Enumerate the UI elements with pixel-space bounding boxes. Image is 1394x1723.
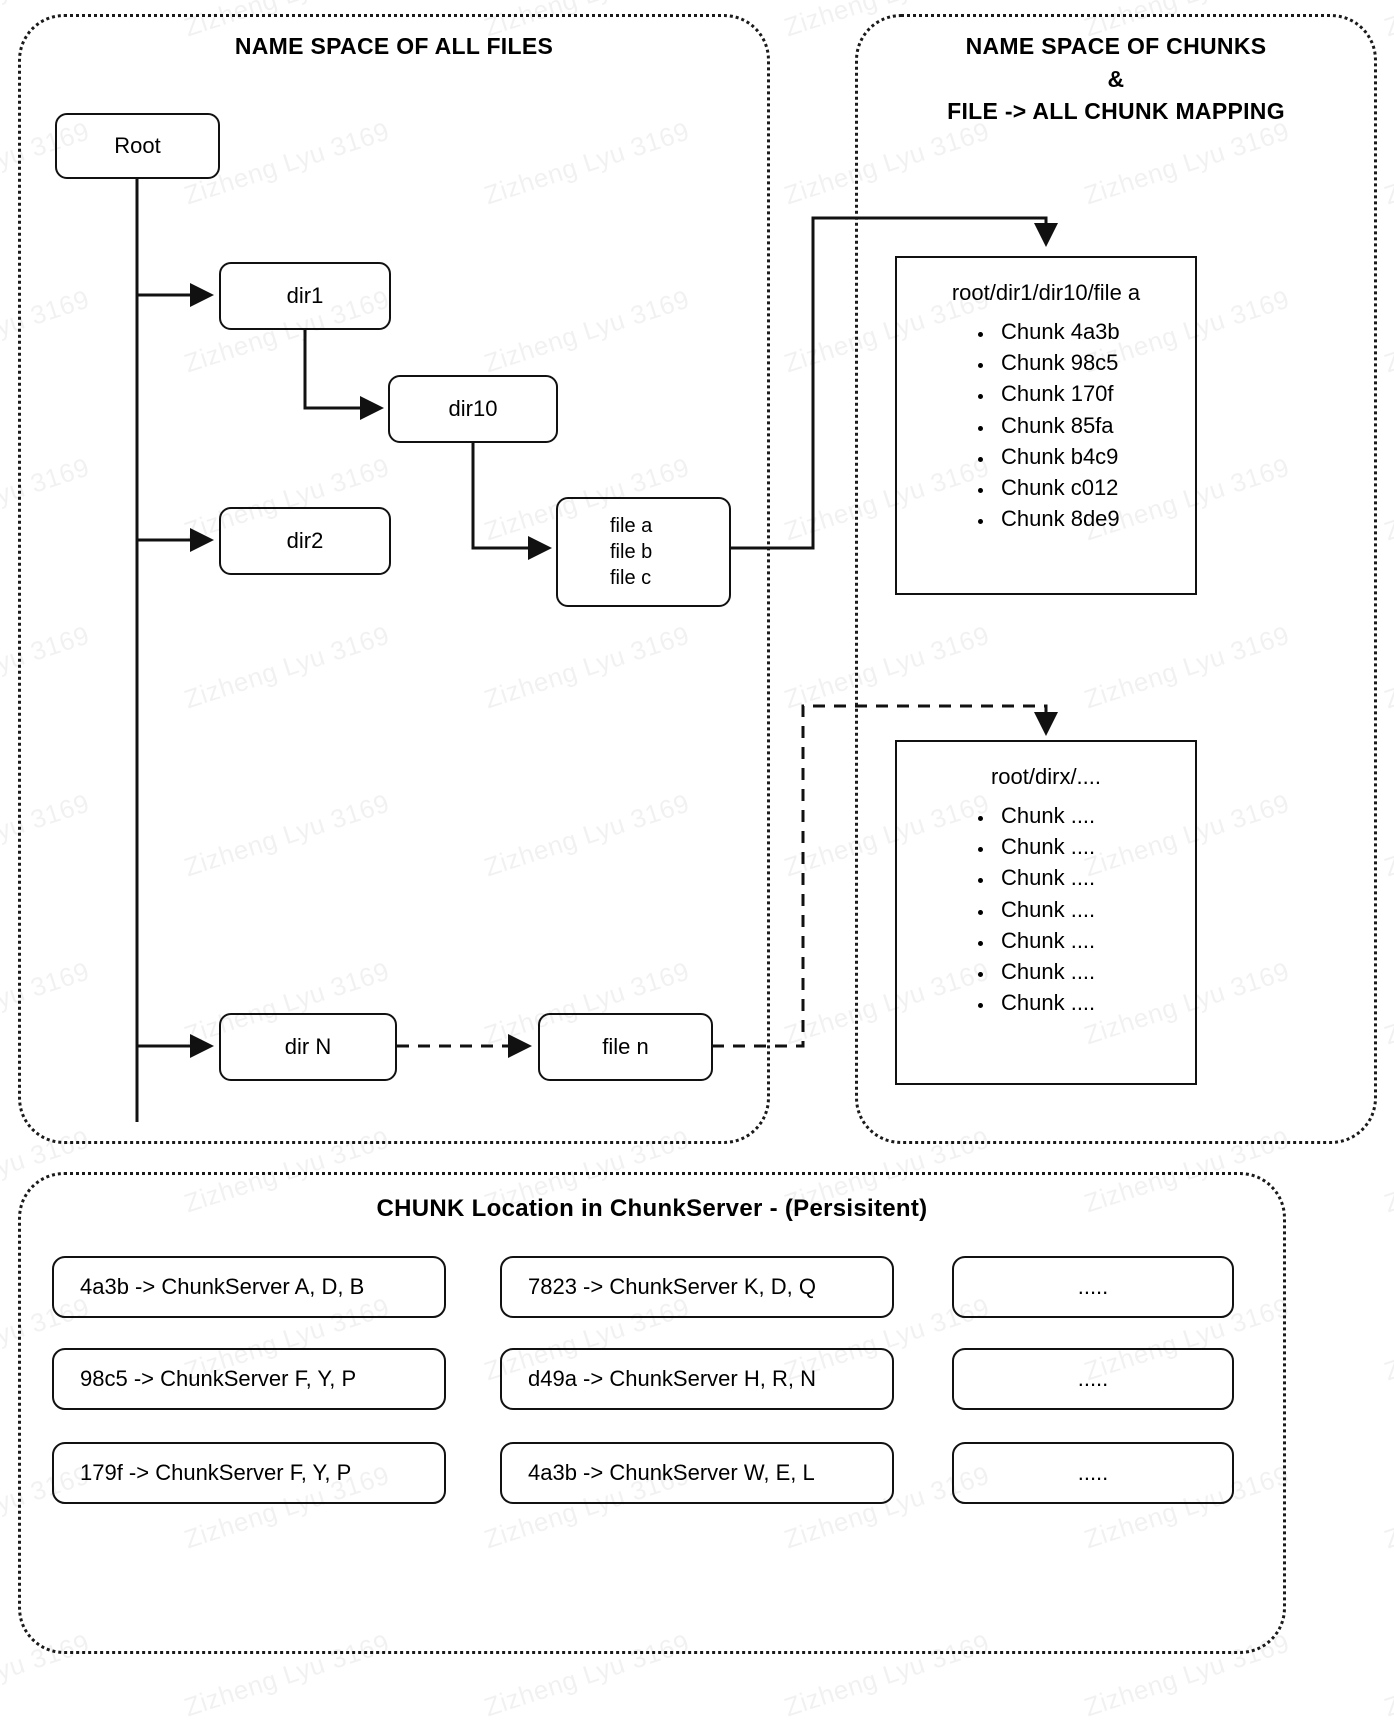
chunk-list-item: Chunk ....: [995, 987, 1195, 1018]
chunk-list-1: Chunk ....Chunk ....Chunk ....Chunk ....…: [897, 800, 1195, 1019]
chunk-list-0: Chunk 4a3bChunk 98c5Chunk 170fChunk 85fa…: [897, 316, 1195, 535]
chunk-list-item: Chunk 98c5: [995, 347, 1195, 378]
node-dir2[interactable]: dir2: [219, 507, 391, 575]
chunk-location-pill[interactable]: 7823 -> ChunkServer K, D, Q: [500, 1256, 894, 1318]
chunk-list-item: Chunk c012: [995, 472, 1195, 503]
chunk-list-item: Chunk ....: [995, 831, 1195, 862]
node-file-c-label: file c: [610, 567, 652, 589]
panel-locations-title: CHUNK Location in ChunkServer - (Persisi…: [376, 1195, 928, 1222]
node-dir-n[interactable]: dir N: [219, 1013, 397, 1081]
panel-files-title: NAME SPACE OF ALL FILES: [234, 33, 554, 59]
chunk-list-item: Chunk ....: [995, 862, 1195, 893]
node-dir2-label: dir2: [286, 528, 324, 553]
node-root[interactable]: Root: [55, 113, 220, 179]
node-root-label: Root: [114, 133, 161, 158]
node-file-abc[interactable]: file a file b file c: [556, 497, 731, 607]
panel-namespace-files: [18, 14, 770, 1144]
chunk-mapping-path-1: root/dirx/....: [990, 764, 1102, 789]
chunk-list-item: Chunk 4a3b: [995, 316, 1195, 347]
node-dir10-label: dir10: [448, 396, 498, 421]
node-file-n[interactable]: file n: [538, 1013, 713, 1081]
node-dir1[interactable]: dir1: [219, 262, 391, 330]
panel-namespace-chunks: [855, 14, 1377, 1144]
chunk-list-item: Chunk ....: [995, 800, 1195, 831]
chunk-location-pill[interactable]: .....: [952, 1348, 1234, 1410]
node-dir-n-label: dir N: [284, 1034, 332, 1059]
panel-chunk-locations: [18, 1172, 1286, 1654]
node-dir10[interactable]: dir10: [388, 375, 558, 443]
chunk-location-pill[interactable]: .....: [952, 1442, 1234, 1504]
node-file-b-label: file b: [610, 541, 653, 563]
chunk-location-pill[interactable]: 179f -> ChunkServer F, Y, P: [52, 1442, 446, 1504]
chunk-location-pill[interactable]: d49a -> ChunkServer H, R, N: [500, 1348, 894, 1410]
chunk-location-pill[interactable]: 4a3b -> ChunkServer W, E, L: [500, 1442, 894, 1504]
chunk-mapping-path-0: root/dir1/dir10/file a: [951, 280, 1141, 305]
chunk-list-item: Chunk ....: [995, 894, 1195, 925]
chunk-mapping-box-0[interactable]: root/dir1/dir10/file a Chunk 4a3bChunk 9…: [895, 256, 1197, 595]
node-dir1-label: dir1: [286, 283, 324, 308]
node-file-a-label: file a: [610, 515, 653, 537]
chunk-location-pill[interactable]: 98c5 -> ChunkServer F, Y, P: [52, 1348, 446, 1410]
chunk-location-pill[interactable]: 4a3b -> ChunkServer A, D, B: [52, 1256, 446, 1318]
chunk-list-item: Chunk 85fa: [995, 410, 1195, 441]
chunk-list-item: Chunk 170f: [995, 378, 1195, 409]
chunk-list-item: Chunk 8de9: [995, 503, 1195, 534]
chunk-list-item: Chunk b4c9: [995, 441, 1195, 472]
panel-chunks-title: NAME SPACE OF CHUNKS & FILE -> ALL CHUNK…: [947, 33, 1285, 125]
chunk-mapping-box-1[interactable]: root/dirx/.... Chunk ....Chunk ....Chunk…: [895, 740, 1197, 1085]
node-file-n-label: file n: [602, 1034, 649, 1059]
chunk-list-item: Chunk ....: [995, 956, 1195, 987]
chunk-list-item: Chunk ....: [995, 925, 1195, 956]
chunk-location-pill[interactable]: .....: [952, 1256, 1234, 1318]
connector-lines: [135, 177, 1058, 1122]
